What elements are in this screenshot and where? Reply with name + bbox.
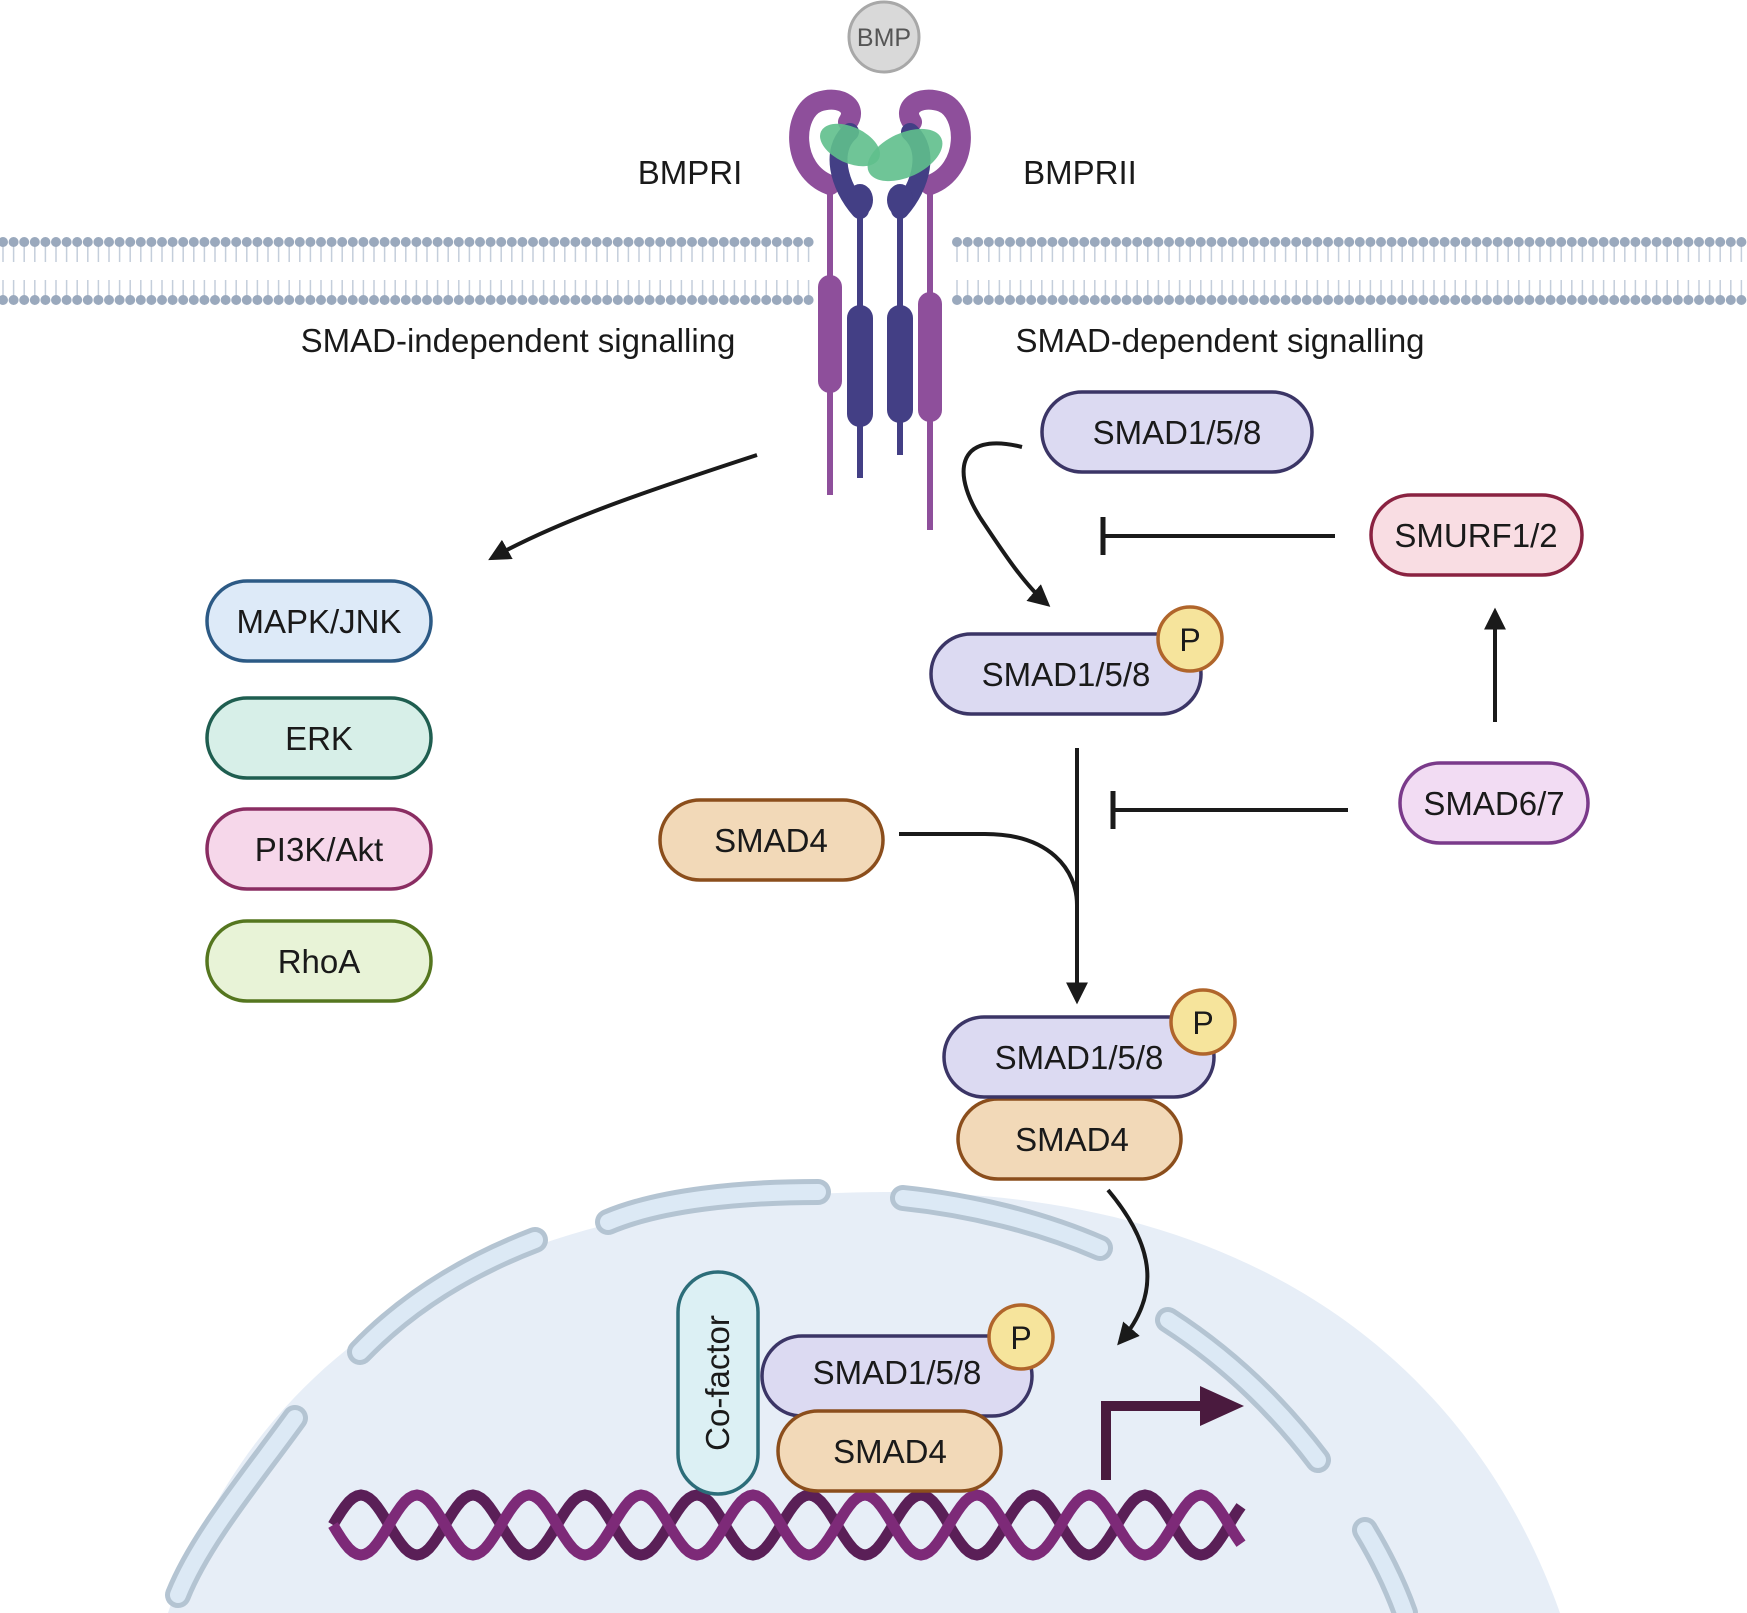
bmpri-label: BMPRI — [638, 154, 743, 191]
independent-arrow — [488, 453, 758, 561]
svg-text:ERK: ERK — [285, 720, 353, 757]
svg-text:Co-factor: Co-factor — [699, 1315, 736, 1451]
svg-text:P: P — [1192, 1005, 1213, 1041]
smad158-phosphorylated: SMAD1/5/8 P — [929, 605, 1224, 716]
pathway-rhoa: RhoA — [205, 919, 433, 1003]
smad67-inhibition — [1110, 791, 1348, 829]
dna-strand — [328, 1489, 1246, 1561]
smurf-inhibition — [1100, 517, 1335, 555]
pathway-pi3k-akt: PI3K/Akt — [205, 807, 433, 891]
independent-pathways: MAPK/JNK ERK PI3K/Akt RhoA — [205, 579, 433, 1003]
nuclear-smad-complex: SMAD1/5/8 P SMAD4 — [760, 1303, 1055, 1493]
svg-text:RhoA: RhoA — [278, 943, 361, 980]
nuclear-import-arrow — [1106, 1188, 1150, 1346]
bmprii-label: BMPRII — [1023, 154, 1137, 191]
svg-text:P: P — [1010, 1320, 1031, 1356]
smad-independent-label: SMAD-independent signalling — [301, 322, 736, 359]
svg-text:P: P — [1179, 622, 1200, 658]
svg-text:PI3K/Akt: PI3K/Akt — [255, 831, 383, 868]
smad4-free: SMAD4 — [658, 798, 885, 882]
smurf12: SMURF1/2 — [1369, 493, 1584, 577]
svg-text:SMAD1/5/8: SMAD1/5/8 — [813, 1354, 982, 1391]
svg-text:SMURF1/2: SMURF1/2 — [1394, 517, 1557, 554]
svg-text:MAPK/JNK: MAPK/JNK — [236, 603, 401, 640]
cytoplasmic-smad-complex: SMAD4 SMAD1/5/8 P — [942, 988, 1237, 1181]
svg-text:SMAD1/5/8: SMAD1/5/8 — [1093, 414, 1262, 451]
smad4-joining-line — [899, 832, 1079, 906]
phospho-group: P — [987, 1303, 1055, 1371]
cofactor: Co-factor — [676, 1270, 760, 1496]
svg-text:SMAD4: SMAD4 — [833, 1433, 947, 1470]
svg-text:SMAD4: SMAD4 — [1015, 1121, 1129, 1158]
svg-text:SMAD1/5/8: SMAD1/5/8 — [995, 1039, 1164, 1076]
smad158-unphosphorylated: SMAD1/5/8 — [1040, 390, 1314, 474]
bmp-ligand: BMP — [847, 0, 921, 74]
pathway-mapk-jnk: MAPK/JNK — [205, 579, 433, 663]
smad67: SMAD6/7 — [1398, 761, 1590, 845]
phospho-group: P — [1156, 605, 1224, 673]
cell-membrane — [0, 237, 1747, 305]
svg-text:SMAD6/7: SMAD6/7 — [1423, 785, 1564, 822]
bmp-label: BMP — [857, 24, 911, 52]
bmp-receptor-complex — [789, 89, 971, 530]
nuclear-envelope — [165, 1179, 1418, 1613]
smad-dependent-label: SMAD-dependent signalling — [1015, 322, 1424, 359]
phosphorylation-arrow — [961, 441, 1051, 607]
pathway-erk: ERK — [205, 696, 433, 780]
svg-text:SMAD4: SMAD4 — [714, 822, 828, 859]
phospho-group: P — [1169, 988, 1237, 1056]
svg-text:SMAD1/5/8: SMAD1/5/8 — [982, 656, 1151, 693]
transcription-start-arrow — [1101, 1386, 1244, 1480]
